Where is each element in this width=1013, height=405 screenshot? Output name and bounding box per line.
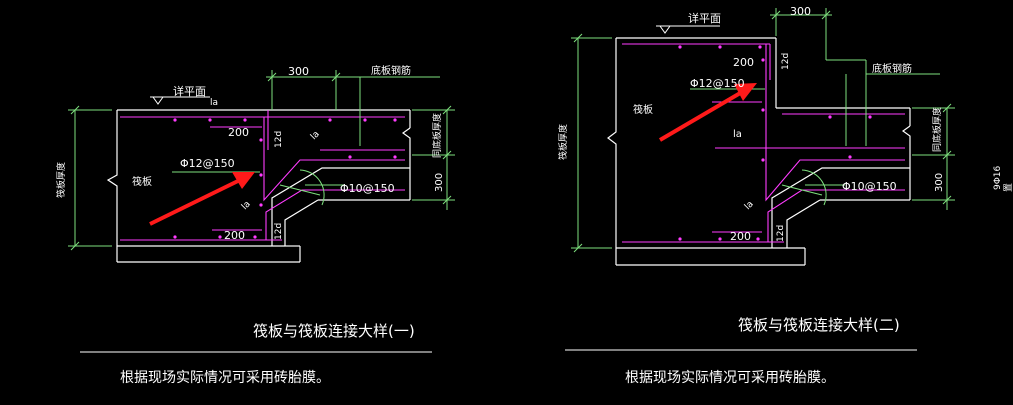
la-label-2: la xyxy=(743,199,756,212)
dim-300-top: 300 xyxy=(288,65,309,78)
rebar-spec-10: Φ10@150 xyxy=(842,180,897,193)
detail-1: 详平面 la 300 底板钢筋 200 200 Φ12@150 Φ10@150 … xyxy=(55,64,455,386)
thickness-label: 筏板厚度 xyxy=(557,124,569,160)
detail-title: 筏板与筏板连接大样(一) xyxy=(253,322,415,340)
same-thickness-label: 同底板厚度 xyxy=(931,107,943,152)
raft-label: 筏板 xyxy=(633,103,653,116)
la-label-3: la xyxy=(240,199,253,212)
elevation-label: 详平面 xyxy=(173,84,206,98)
edge-text-2: 置 xyxy=(1003,183,1013,192)
detail-note: 根据现场实际情况可采用砖胎膜。 xyxy=(120,370,330,386)
red-arrow-1 xyxy=(149,172,255,226)
elevation-marker-2 xyxy=(656,25,720,34)
12d-label-top: 12d xyxy=(274,131,284,148)
rebar-1 xyxy=(120,110,405,241)
edge-fragment: 9Φ16 置 xyxy=(993,165,1013,192)
dim-200-top: 200 xyxy=(228,126,249,139)
12d-label-bottom: 12d xyxy=(274,223,284,240)
la-label: la xyxy=(733,129,742,140)
detail-1-labels: 详平面 la 300 底板钢筋 200 200 Φ12@150 Φ10@150 … xyxy=(55,64,445,386)
concrete-outline-2 xyxy=(607,37,911,266)
12d-label-top: 12d xyxy=(781,53,791,70)
rebar-dots-1 xyxy=(173,118,397,239)
same-thickness-label: 同底板厚度 xyxy=(431,113,443,158)
12d-label-bottom: 12d xyxy=(776,225,786,242)
red-arrow-2 xyxy=(658,83,757,142)
edge-text-1: 9Φ16 xyxy=(993,165,1003,190)
raft-label: 筏板 xyxy=(132,175,152,188)
dim-300-top: 300 xyxy=(790,5,811,18)
detail-note: 根据现场实际情况可采用砖胎膜。 xyxy=(625,370,835,386)
rebar-2 xyxy=(622,43,905,243)
dimensions-1 xyxy=(68,70,455,251)
rebar-spec-12: Φ12@150 xyxy=(690,77,745,90)
elevation-label: 详平面 xyxy=(688,11,721,25)
la-label-2: la xyxy=(309,129,322,142)
dim-200-bottom: 200 xyxy=(224,229,245,242)
bottom-rebar-label: 底板钢筋 xyxy=(371,64,411,77)
concrete-outline-1 xyxy=(106,109,411,263)
thickness-label: 筏板厚度 xyxy=(55,162,67,198)
dim-200-bottom: 200 xyxy=(730,230,751,243)
detail-2: 详平面 300 底板钢筋 200 200 Φ12@150 Φ10@150 la … xyxy=(557,5,955,386)
rebar-dots-2 xyxy=(678,45,872,241)
elevation-marker-1 xyxy=(150,96,210,105)
la-label: la xyxy=(210,98,218,108)
detail-title: 筏板与筏板连接大样(二) xyxy=(738,316,900,334)
rebar-spec-10: Φ10@150 xyxy=(340,182,395,195)
rebar-spec-12: Φ12@150 xyxy=(180,157,235,170)
detail-2-labels: 详平面 300 底板钢筋 200 200 Φ12@150 Φ10@150 la … xyxy=(557,5,945,386)
dim-200-top: 200 xyxy=(733,56,754,69)
dimensions-2 xyxy=(571,8,955,253)
dim-300-right: 300 xyxy=(934,173,945,192)
bottom-rebar-label: 底板钢筋 xyxy=(872,62,912,75)
dim-300-right: 300 xyxy=(434,173,445,192)
